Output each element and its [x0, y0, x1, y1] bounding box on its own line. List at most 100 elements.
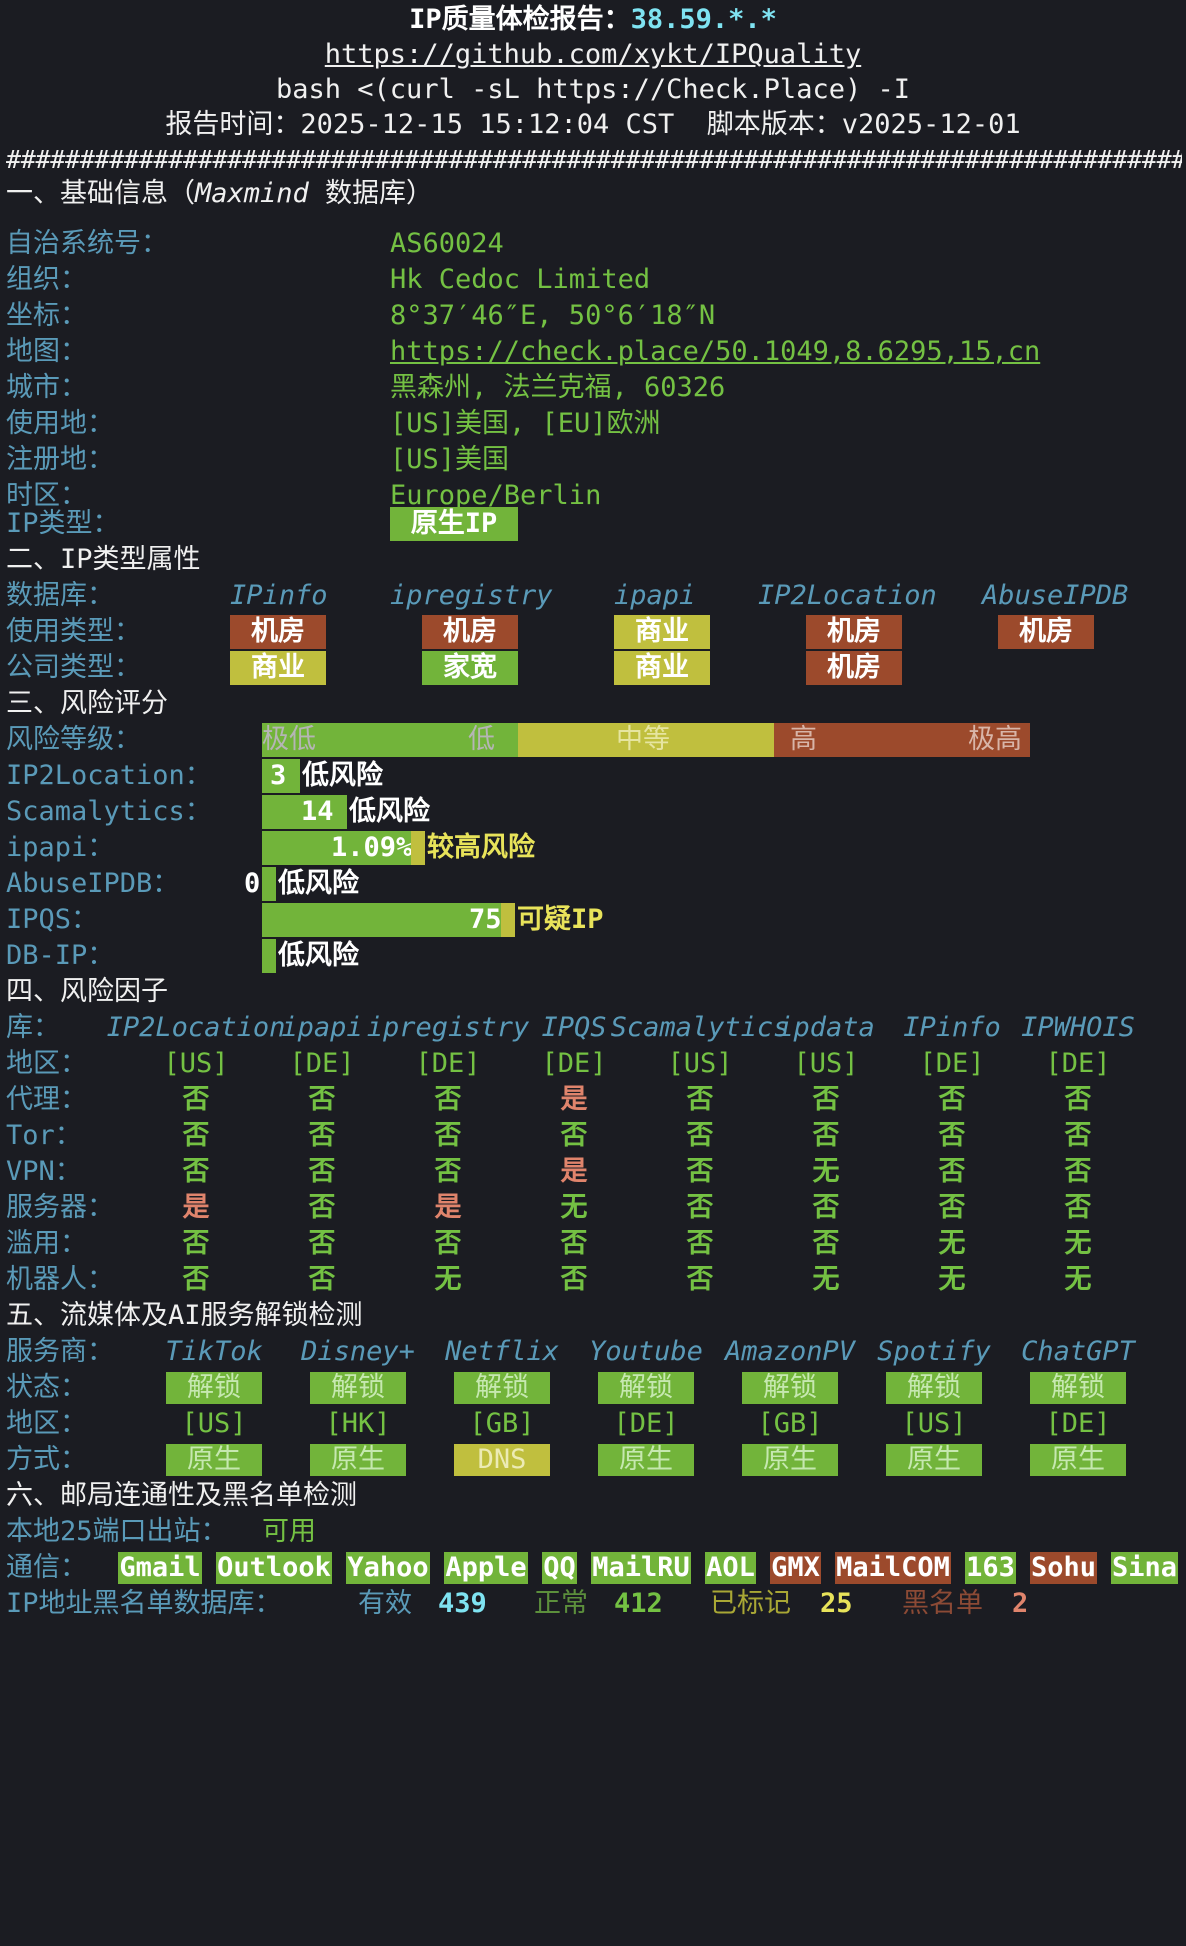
risk-factor-value: 否 [1064, 1156, 1092, 1187]
factor-db-name: IPinfo [903, 1012, 1001, 1043]
risk-factor-label: 机器人： [6, 1264, 114, 1295]
mail-provider-badge: Outlook [216, 1552, 332, 1584]
mail-comm-label: 通信： [6, 1552, 87, 1583]
risk-factor-value: 否 [434, 1120, 462, 1151]
risk-source-label: IPQS： [6, 904, 99, 935]
unlock-status-badge: 解锁 [310, 1372, 406, 1404]
company-type-badge: 家宽 [422, 651, 518, 685]
basic-info-value: [US]美国 [390, 444, 510, 475]
streaming-provider: Netflix [445, 1336, 559, 1367]
factor-region: [DE] [919, 1048, 985, 1079]
risk-factor-value: 否 [560, 1120, 588, 1151]
map-link[interactable]: https://check.place/50.1049,8.6295,15,cn [390, 336, 1041, 367]
usage-type-badge: 机房 [806, 615, 902, 649]
streaming-provider: AmazonPV [724, 1336, 856, 1367]
s4-region-label: 地区： [6, 1048, 87, 1079]
risk-factor-value: 否 [812, 1192, 840, 1223]
risk-level-label: 风险等级： [6, 724, 141, 755]
section1-title-db: Maxmind [195, 178, 309, 209]
risk-factor-value: 是 [560, 1156, 588, 1187]
scale-band-mid [518, 723, 774, 757]
basic-info-row: 地图：https://check.place/50.1049,8.6295,15… [0, 334, 1186, 370]
risk-marker [411, 831, 425, 865]
risk-score-value: 75 [469, 904, 502, 935]
ip-type-label: IP类型： [6, 508, 120, 539]
port25-value: 可用 [262, 1516, 316, 1547]
basic-info-value: 黑森州, 法兰克福, 60326 [390, 372, 726, 403]
risk-score-row: ipapi：1.09%较高风险 [0, 830, 1186, 866]
valid-count: 439 [438, 1588, 487, 1619]
mail-provider-badge: Apple [444, 1552, 528, 1584]
risk-source-label: IP2Location： [6, 760, 212, 791]
ip-address: 38.59.*.* [630, 4, 777, 35]
section5-title: 五、流媒体及AI服务解锁检测 [6, 1300, 363, 1331]
streaming-region: [GB] [757, 1408, 823, 1439]
risk-marker [333, 795, 347, 829]
basic-info-row: 自治系统号：AS60024 [0, 226, 1186, 262]
risk-score-text: 低风险 [278, 940, 359, 971]
risk-score-bar [262, 903, 501, 937]
risk-factor-value: 否 [686, 1120, 714, 1151]
risk-factor-value: 无 [560, 1192, 588, 1223]
risk-factor-row: VPN：否否否是否无否否 [0, 1154, 1186, 1190]
streaming-region: [HK] [325, 1408, 391, 1439]
s5-region-label: 地区： [6, 1408, 87, 1439]
ip-type-row: IP类型： 原生IP [0, 506, 1186, 542]
basic-info-row: 坐标：8°37′46″E, 50°6′18″N [0, 298, 1186, 334]
risk-factor-row: 滥用：否否否否否否无无 [0, 1226, 1186, 1262]
mail-provider-badge: Sohu [1030, 1552, 1097, 1584]
risk-factor-value: 否 [686, 1264, 714, 1295]
basic-info-value: AS60024 [390, 228, 504, 259]
factor-db-name: IPWHOIS [1021, 1012, 1135, 1043]
risk-score-value: 1.09% [331, 832, 413, 863]
basic-info-label: 注册地： [6, 444, 114, 475]
basic-info-row: 时区：Europe/Berlin [0, 478, 1186, 514]
separator: ########################################… [6, 145, 1182, 174]
risk-factor-value: 否 [812, 1120, 840, 1151]
risk-factor-value: 无 [938, 1228, 966, 1259]
usage-type-badge: 商业 [614, 615, 710, 649]
risk-factor-value: 否 [308, 1264, 336, 1295]
risk-factor-value: 否 [1064, 1084, 1092, 1115]
risk-factor-value: 否 [686, 1192, 714, 1223]
risk-score-text: 低风险 [349, 796, 430, 827]
risk-factor-label: 滥用： [6, 1228, 87, 1259]
section1-title-pre: 一、基础信息（ [6, 178, 195, 209]
ip-type-badge: 原生IP [390, 507, 518, 541]
risk-factor-value: 否 [182, 1120, 210, 1151]
basic-info-value: 8°37′46″E, 50°6′18″N [390, 300, 716, 331]
risk-factor-value: 否 [686, 1228, 714, 1259]
usage-type-badge: 机房 [422, 615, 518, 649]
risk-score-value: 14 [301, 796, 334, 827]
risk-factor-value: 否 [938, 1120, 966, 1151]
scale-band-low [262, 723, 518, 757]
streaming-provider: TikTok [165, 1336, 263, 1367]
factor-db-name: ipapi [281, 1012, 363, 1043]
section1-title: 一、基础信息（Maxmind 数据库） [6, 176, 1186, 212]
unlock-status-badge: 解锁 [598, 1372, 694, 1404]
risk-factor-value: 否 [434, 1228, 462, 1259]
mail-provider-badge: MailRU [591, 1552, 691, 1584]
mail-provider-badge: QQ [542, 1552, 577, 1584]
mail-provider-badge: MailCOM [835, 1552, 951, 1584]
risk-factor-value: 无 [434, 1264, 462, 1295]
risk-factor-value: 否 [938, 1192, 966, 1223]
section2-title: 二、IP类型属性 [6, 544, 201, 575]
risk-factor-value: 否 [1064, 1192, 1092, 1223]
unlock-mode-badge: 原生 [598, 1444, 694, 1476]
risk-score-text: 较高风险 [427, 832, 535, 863]
repo-line: https://github.com/xykt/IPQuality [0, 37, 1186, 73]
factor-region: [DE] [415, 1048, 481, 1079]
risk-factor-value: 否 [308, 1120, 336, 1151]
basic-info-row: 城市：黑森州, 法兰克福, 60326 [0, 370, 1186, 406]
unlock-status-badge: 解锁 [1030, 1372, 1126, 1404]
blacklist-label: IP地址黑名单数据库： [6, 1588, 282, 1619]
blacklist-row: IP地址黑名单数据库： 有效 439 正常 412 已标记 25 黑名单 2 [0, 1586, 1186, 1622]
s5-region-row: 地区： [US][HK][GB][DE][GB][US][DE] [0, 1406, 1186, 1442]
repo-link[interactable]: https://github.com/xykt/IPQuality [324, 39, 862, 70]
